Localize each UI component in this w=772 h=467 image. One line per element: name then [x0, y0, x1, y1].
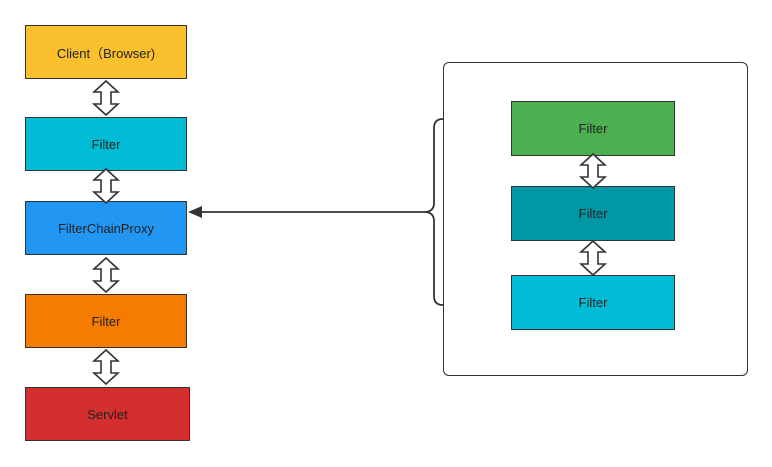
curly-brace-icon [423, 118, 444, 306]
chain-filter-node-3: Filter [511, 275, 675, 330]
servlet-label: Servlet [87, 406, 128, 422]
double-headed-arrow-icon [93, 168, 119, 204]
arrow-left-icon [188, 206, 202, 218]
filter-node-1: Filter [25, 117, 187, 171]
filter-node-2: Filter [25, 294, 187, 348]
double-headed-arrow-icon [93, 257, 119, 293]
double-headed-arrow-icon [93, 349, 119, 385]
filter-label-1: Filter [91, 136, 121, 152]
filter-chain-proxy-node: FilterChainProxy [25, 201, 187, 255]
chain-filter-node-2: Filter [511, 186, 675, 241]
chain-filter-label-1: Filter [578, 121, 608, 136]
chain-filter-label-3: Filter [578, 295, 608, 310]
chain-filter-label-2: Filter [578, 206, 608, 221]
client-browser-label: Client（Browser) [56, 45, 156, 61]
chain-filter-node-1: Filter [511, 101, 675, 156]
double-headed-arrow-icon [93, 80, 119, 116]
filter-chain-proxy-label: FilterChainProxy [57, 220, 155, 236]
filter-label-2: Filter [91, 313, 121, 329]
servlet-node: Servlet [25, 387, 190, 441]
client-browser-node: Client（Browser) [25, 25, 187, 79]
